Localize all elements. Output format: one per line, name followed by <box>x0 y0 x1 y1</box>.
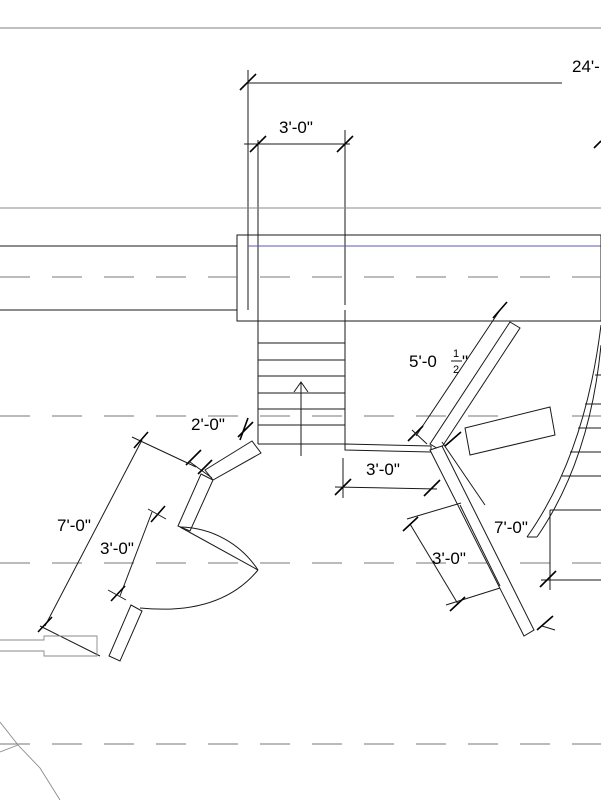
left-angled-wall <box>204 440 262 481</box>
right-curved-door <box>526 324 601 538</box>
dim-right-diag-upper-num: 1 <box>453 348 459 360</box>
left-diagonal-wall <box>177 473 214 532</box>
bench-fixture <box>464 406 556 456</box>
dim-stair-width: 3'-0" <box>279 118 313 137</box>
tick-left-top <box>237 421 254 438</box>
right-stair-fragment <box>539 374 601 590</box>
right-lower-diagonal-wall <box>429 445 535 637</box>
dim-top-overall: 24'- <box>572 57 600 76</box>
left-long-dimension: 7'-0" <box>37 431 197 657</box>
dim-left-side-short: 2'-0" <box>191 415 225 434</box>
corridor-band <box>0 207 601 322</box>
dim-right-diag-upper: 5'-0 <box>409 352 437 371</box>
stair-width-dimension: 3'-0" <box>244 100 354 310</box>
dim-right-diag-long: 7'-0" <box>494 518 528 537</box>
dim-right-diag-upper-den: 2 <box>453 364 459 376</box>
left-short-dimension: 2'-0" <box>185 415 225 479</box>
right-long-dimension: 7'-0" <box>494 518 556 631</box>
ground-line-left <box>0 721 61 800</box>
ground-line-left-b <box>0 744 19 753</box>
stair-up-arrow <box>293 381 309 456</box>
center-short-dimension: 3'-0" <box>334 458 441 498</box>
dim-right-door: 3'-0" <box>432 549 466 568</box>
left-bottom-fixture <box>0 635 98 657</box>
right-door: 3'-0" <box>402 502 501 612</box>
center-floor-edge <box>344 443 432 453</box>
overall-dimension: 24'- <box>239 57 601 149</box>
dim-left-diag-long: 7'-0" <box>57 516 91 535</box>
dim-right-diag-upper-unit: " <box>462 352 468 371</box>
dim-left-door: 3'-0" <box>100 539 134 558</box>
dim-center-short: 3'-0" <box>366 460 400 479</box>
right-upper-dimension: 5'-0 1 2 " <box>407 301 508 445</box>
tick-left-top-b <box>239 417 249 441</box>
left-door: 3'-0" <box>100 505 259 662</box>
